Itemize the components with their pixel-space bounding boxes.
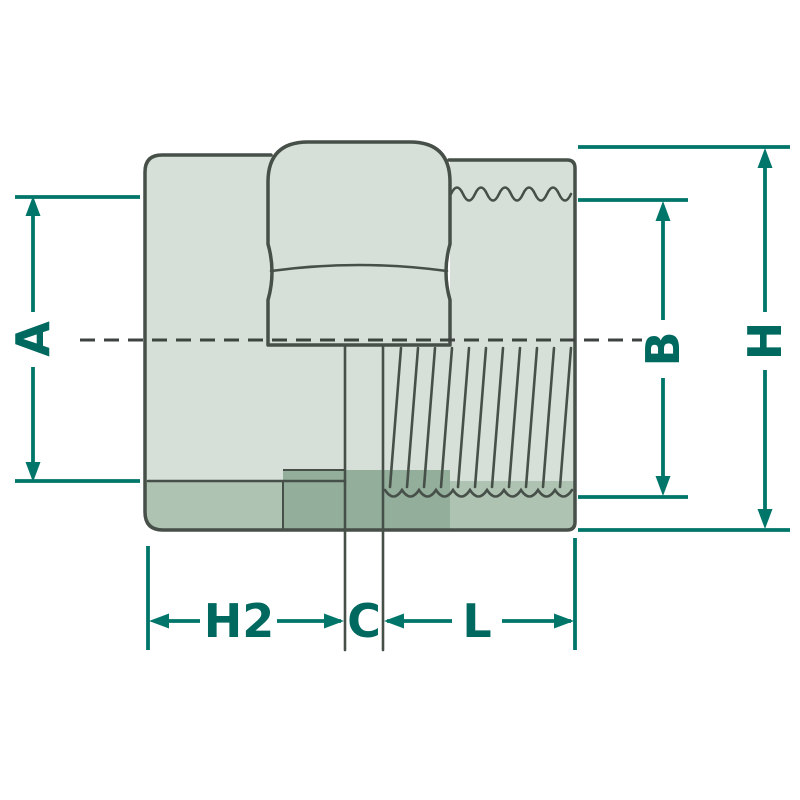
dim-h2-label: H2 — [204, 594, 275, 648]
dim-b-arrow-top — [655, 201, 671, 221]
dim-a-label: A — [6, 321, 60, 357]
body-outline — [143, 153, 577, 532]
socket-core-edge — [282, 469, 345, 529]
dim-b-arrow-bottom — [655, 476, 671, 496]
dimension-h2: H2 — [149, 594, 344, 648]
dim-h-arrow-top — [757, 148, 773, 168]
internal-thread-hatch — [388, 346, 573, 489]
thread-runout-wave — [449, 186, 573, 202]
dim-a-arrow-bottom — [25, 462, 41, 482]
dim-a-arrow-top — [25, 196, 41, 216]
thread-root-scallops — [383, 487, 574, 498]
dim-l-arrow-left — [384, 613, 404, 629]
dim-h2-arrow-left — [149, 613, 169, 629]
dimension-bottom-row: H2 C L — [146, 538, 577, 650]
right-thread-body — [450, 160, 575, 530]
dimension-l: L — [384, 594, 574, 648]
dim-h-label: H — [738, 322, 792, 361]
dimension-h: H — [578, 145, 792, 532]
dim-h2-arrow-right — [324, 613, 344, 629]
dim-c-label: C — [347, 594, 381, 648]
dim-l-label: L — [462, 594, 491, 648]
dimension-c: C — [347, 594, 381, 648]
dimension-b: B — [578, 198, 690, 499]
dim-h-extension-lines — [578, 145, 790, 532]
dimension-a: A — [6, 195, 140, 483]
dim-l-arrow-right — [554, 613, 574, 629]
dim-b-label: B — [636, 331, 690, 366]
hex-facet-line — [269, 263, 449, 273]
dim-b-extension-lines — [578, 198, 688, 499]
hex-nut — [266, 140, 452, 347]
dim-h-arrow-bottom — [757, 509, 773, 529]
fitting-body — [143, 140, 577, 652]
dim-a-extension-lines — [15, 195, 140, 483]
